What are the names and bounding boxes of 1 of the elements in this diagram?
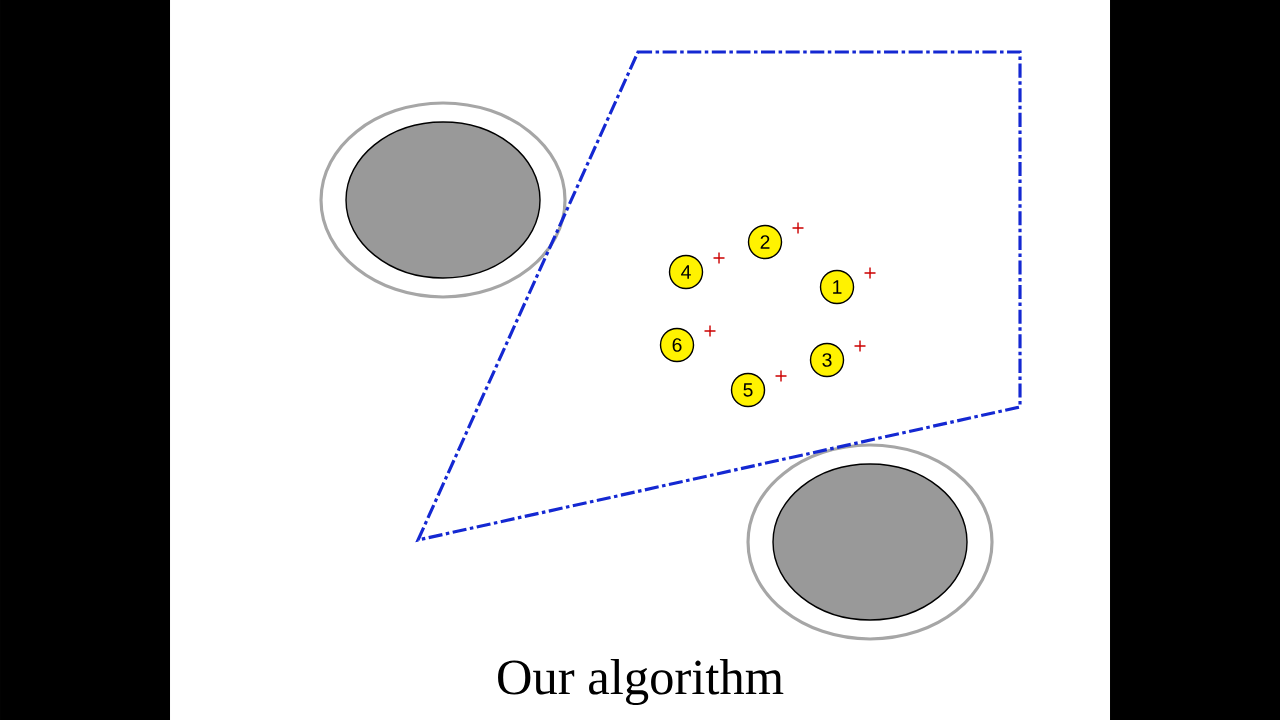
caption: Our algorithm [498, 658, 784, 705]
